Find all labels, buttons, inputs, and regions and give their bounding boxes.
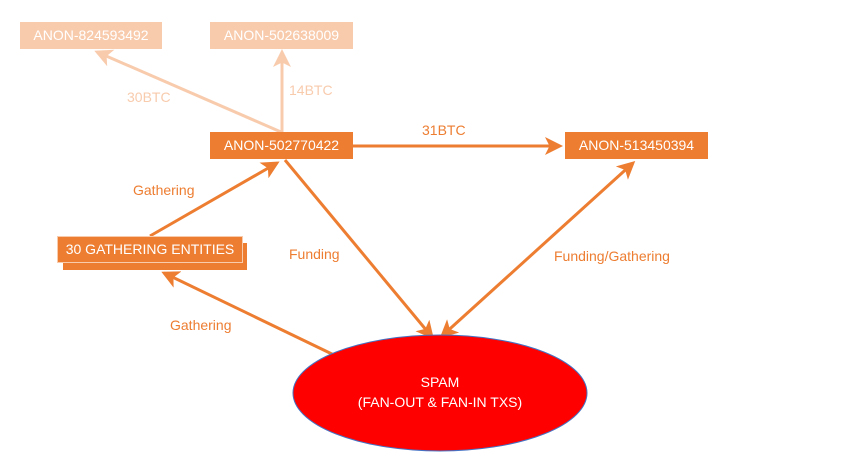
spam-label: SPAM (FAN-OUT & FAN-IN TXS) [292,372,588,412]
node-anon-502770422[interactable]: ANON-502770422 [210,132,353,159]
edge-gathering-from-spam [161,271,335,357]
edge-label-30btc: 30BTC [127,89,171,105]
edge-label-funding: Funding [289,246,340,262]
spam-label-line2: (FAN-OUT & FAN-IN TXS) [357,394,523,410]
edge-label-funding-gathering: Funding/Gathering [554,248,670,264]
edge-30btc [94,49,282,134]
edge-funding [283,159,434,340]
node-anon-513450394[interactable]: ANON-513450394 [565,132,708,159]
edge-gathering-to-502770422 [149,161,280,238]
edge-label-31btc: 31BTC [422,122,466,138]
edge-label-gathering-lower: Gathering [170,317,232,333]
edge-label-14btc: 14BTC [289,82,333,98]
spam-label-line1: SPAM [420,374,460,390]
spam-ellipse[interactable] [292,334,588,452]
edge-label-gathering-upper: Gathering [133,182,195,198]
node-anon-502638009[interactable]: ANON-502638009 [210,22,353,49]
edge-funding-gathering [439,160,636,339]
node-anon-824593492[interactable]: ANON-824593492 [20,22,162,49]
node-gathering-entities[interactable]: 30 GATHERING ENTITIES [57,236,243,263]
